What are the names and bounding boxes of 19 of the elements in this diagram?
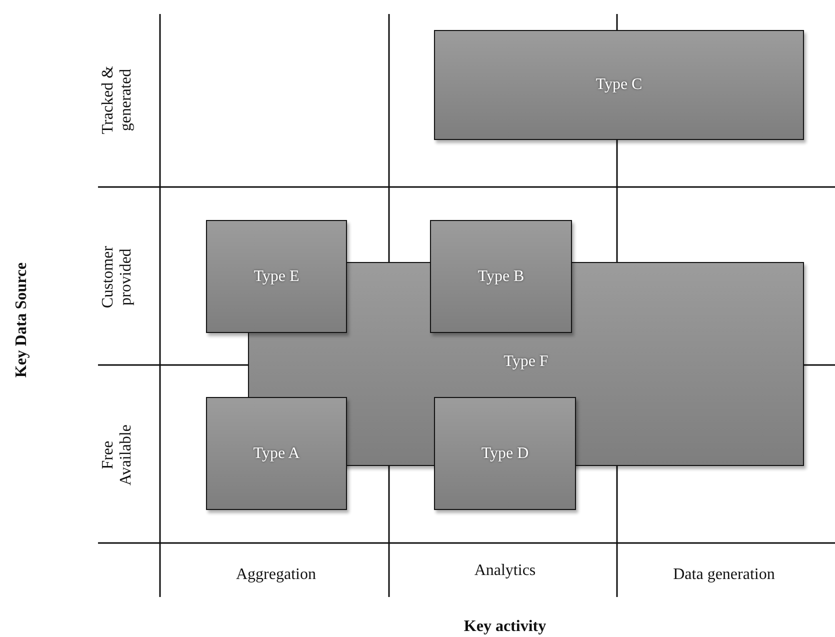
axis-title: Key Data Source bbox=[12, 261, 31, 380]
column-label: Data generation bbox=[672, 566, 776, 584]
box-label: Type A bbox=[253, 444, 300, 462]
column-label: Aggregation bbox=[235, 566, 317, 584]
row-label: Tracked & generated bbox=[100, 64, 136, 136]
axis-title: Key activity bbox=[462, 618, 548, 636]
type-box bbox=[434, 397, 576, 510]
box-label: Type C bbox=[596, 76, 642, 94]
column-label: Analytics bbox=[473, 562, 537, 580]
box-label: Type D bbox=[481, 444, 529, 462]
type-box bbox=[206, 397, 347, 510]
type-box bbox=[206, 220, 347, 333]
row-label: Free Available bbox=[100, 424, 136, 488]
box-label: Type E bbox=[254, 268, 300, 286]
type-box bbox=[430, 220, 572, 333]
box-label: Type F bbox=[504, 353, 548, 371]
row-label: Customer provided bbox=[100, 244, 136, 310]
type-box bbox=[434, 30, 804, 140]
box-label: Type B bbox=[478, 268, 524, 286]
